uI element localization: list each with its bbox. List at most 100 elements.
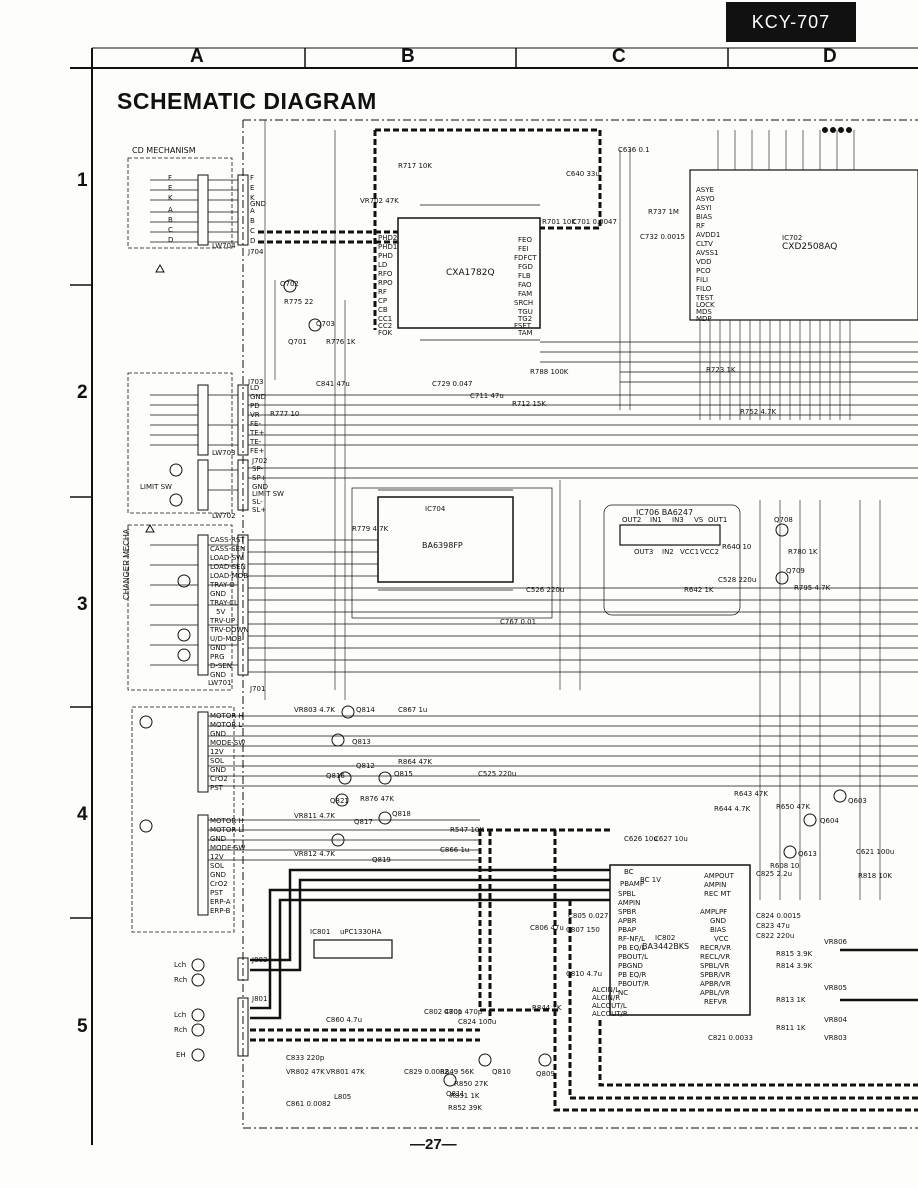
j704-pin-f: F (250, 174, 255, 182)
grid-row-2: 2 (77, 382, 88, 403)
deck2-pin-mode-sw: MODE-SW (210, 844, 246, 852)
part-q709: Q709 (786, 567, 805, 575)
part-r850: R850 27K (454, 1080, 488, 1088)
ic702-pin-bias: BIAS (696, 213, 713, 221)
ic802-pin-refvr: REFVR (704, 998, 727, 1006)
j701-pin-trv-down: TRV-DOWN (210, 626, 249, 634)
j703-pin-pd: PD (250, 402, 260, 410)
grid-row-3: 3 (77, 594, 88, 615)
deck1-pin-cro2: CrO2 (210, 775, 228, 783)
ic701-pin-feo: FEO (518, 236, 532, 244)
part-r864: R864 47K (398, 758, 432, 766)
deck2-pin-sol: SOL (210, 862, 224, 870)
model-number-badge: KCY-707 (726, 2, 856, 42)
ic706-pin-in3: IN3 (672, 516, 684, 524)
ic802-pin-apbl-vr: APBL/VR (700, 989, 730, 997)
j702-pin-sl-plus: SL+ (252, 506, 267, 514)
deck2-pin-12v: 12V (210, 853, 224, 861)
part-q708: Q708 (774, 516, 793, 524)
part-q613: Q613 (798, 850, 817, 858)
deck1-pin-gnd: GND (210, 730, 227, 738)
part-r643: R643 47K (734, 790, 768, 798)
ic701-label: CXA1782Q (446, 268, 495, 278)
j702-pin-gnd: GND (252, 483, 269, 491)
deck1-pin-mode-sw: MODE-SW (210, 739, 246, 747)
j701-pin-load-sw: LOAD-SW (210, 554, 244, 562)
jack-rch-1: Rch (174, 976, 188, 984)
ic701-pin-rpo: RPO (378, 279, 393, 287)
ic702-pin-mds: MDS (696, 308, 712, 316)
ic706-label: IC706 BA6247 (636, 508, 694, 517)
ic702-pin-asyo: ASYO (696, 195, 715, 203)
ic802-pin-apbr: APBR (618, 917, 637, 925)
part-r818: R818 10K (858, 872, 892, 880)
part-q603: Q603 (848, 797, 867, 805)
ic802-pin-bias: BIAS (710, 926, 727, 934)
ic801-label: uPC1330HA (340, 928, 382, 936)
j701-pin-gnd-1: GND (210, 590, 227, 598)
ic802-pin-vcc: VCC (714, 935, 729, 943)
part-r815: R815 3.9K (776, 950, 813, 958)
ic702-pin-filo: FILO (696, 285, 712, 293)
part-vr805: VR805 (824, 984, 848, 992)
part-r876: R876 47K (360, 795, 394, 803)
part-r788: R788 100K (530, 368, 569, 376)
part-c841: C841 47u (316, 380, 350, 388)
lw701-label: LW701 (208, 679, 232, 687)
part-r779: R779 4.7K (352, 525, 389, 533)
part-r642: R642 1K (684, 586, 714, 594)
ic702-pin-asyi: ASYI (696, 204, 712, 212)
part-r811: R811 1K (776, 1024, 806, 1032)
ic802-pin-alcout-l: ALCOUT/L (592, 1002, 627, 1010)
part-q813: Q813 (352, 738, 371, 746)
cd-pin-d: D (168, 236, 174, 244)
deck1-pin-gnd-2: GND (210, 766, 227, 774)
ic706-pin-vcc1: VCC1 (680, 548, 700, 556)
ic701-pin-cp: CP (378, 297, 388, 305)
jack-rch-2: Rch (174, 1026, 188, 1034)
ic701-pin-srch: SRCH (514, 299, 534, 307)
part-q810: Q810 (492, 1068, 511, 1076)
ic802-pin-spbl: SPBL (618, 890, 636, 898)
deck1-pin-12v: 12V (210, 748, 224, 756)
part-q817: Q817 (354, 818, 373, 826)
deck1-pin-pst: PST (210, 784, 223, 792)
ic802-pin-pbout-l: PBOUT/L (618, 953, 649, 961)
part-vr702: VR702 47K (360, 197, 399, 205)
part-r777: R777 10 (270, 410, 300, 418)
ic701-pin-cb: CB (378, 306, 388, 314)
deck2-pin-gnd: GND (210, 835, 227, 843)
j701-pin-gnd-3: GND (210, 671, 227, 679)
part-r752: R752 4.7K (740, 408, 777, 416)
j703-pin-fe-plus: FE+ (250, 447, 265, 455)
ic702-pin-vdd: VDD (696, 258, 712, 266)
part-c823: C823 47u (756, 922, 790, 930)
deck1-pin-motor-h: MOTOR H (210, 712, 244, 720)
part-q821: Q821 (330, 797, 349, 805)
ic701-pin-flb: FLB (518, 272, 531, 280)
part-r849: R849 56K (440, 1068, 474, 1076)
ic802-pin-apbr-vr: APBR/VR (700, 980, 731, 988)
ic802-pin-spbr: SPBR (618, 908, 637, 916)
j702-pin-sl-minus: SL- (252, 498, 263, 506)
ic702-pin-lock: LOCK (696, 301, 715, 309)
j703-label: J703 (248, 378, 264, 386)
ic702-pin-mdp: MDP (696, 315, 712, 323)
part-c732: C732 0.0015 (640, 233, 685, 241)
ic802-pin-rf-nf-l: RF-NF/L (618, 935, 645, 943)
part-c636: C636 0.1 (618, 146, 650, 154)
j701-pin-5v: 5V (216, 608, 226, 616)
cd-pin-e: E (168, 184, 173, 192)
part-c825: C825 2.2u (756, 870, 793, 878)
j803-label: J803 (252, 956, 268, 964)
ic701-pin-cc2: CC2 (378, 322, 393, 330)
grid-row-4: 4 (77, 804, 88, 825)
j704-pin-gnd: GND (250, 200, 267, 208)
ic702-pin-pco: PCO (696, 267, 711, 275)
ic701-pin-fgd: FGD (518, 263, 533, 271)
j701-pin-tray-o: TRAY-O (210, 581, 235, 589)
ic802-ref-label: IC802 (655, 934, 676, 942)
part-c621: C621 100u (856, 848, 895, 856)
